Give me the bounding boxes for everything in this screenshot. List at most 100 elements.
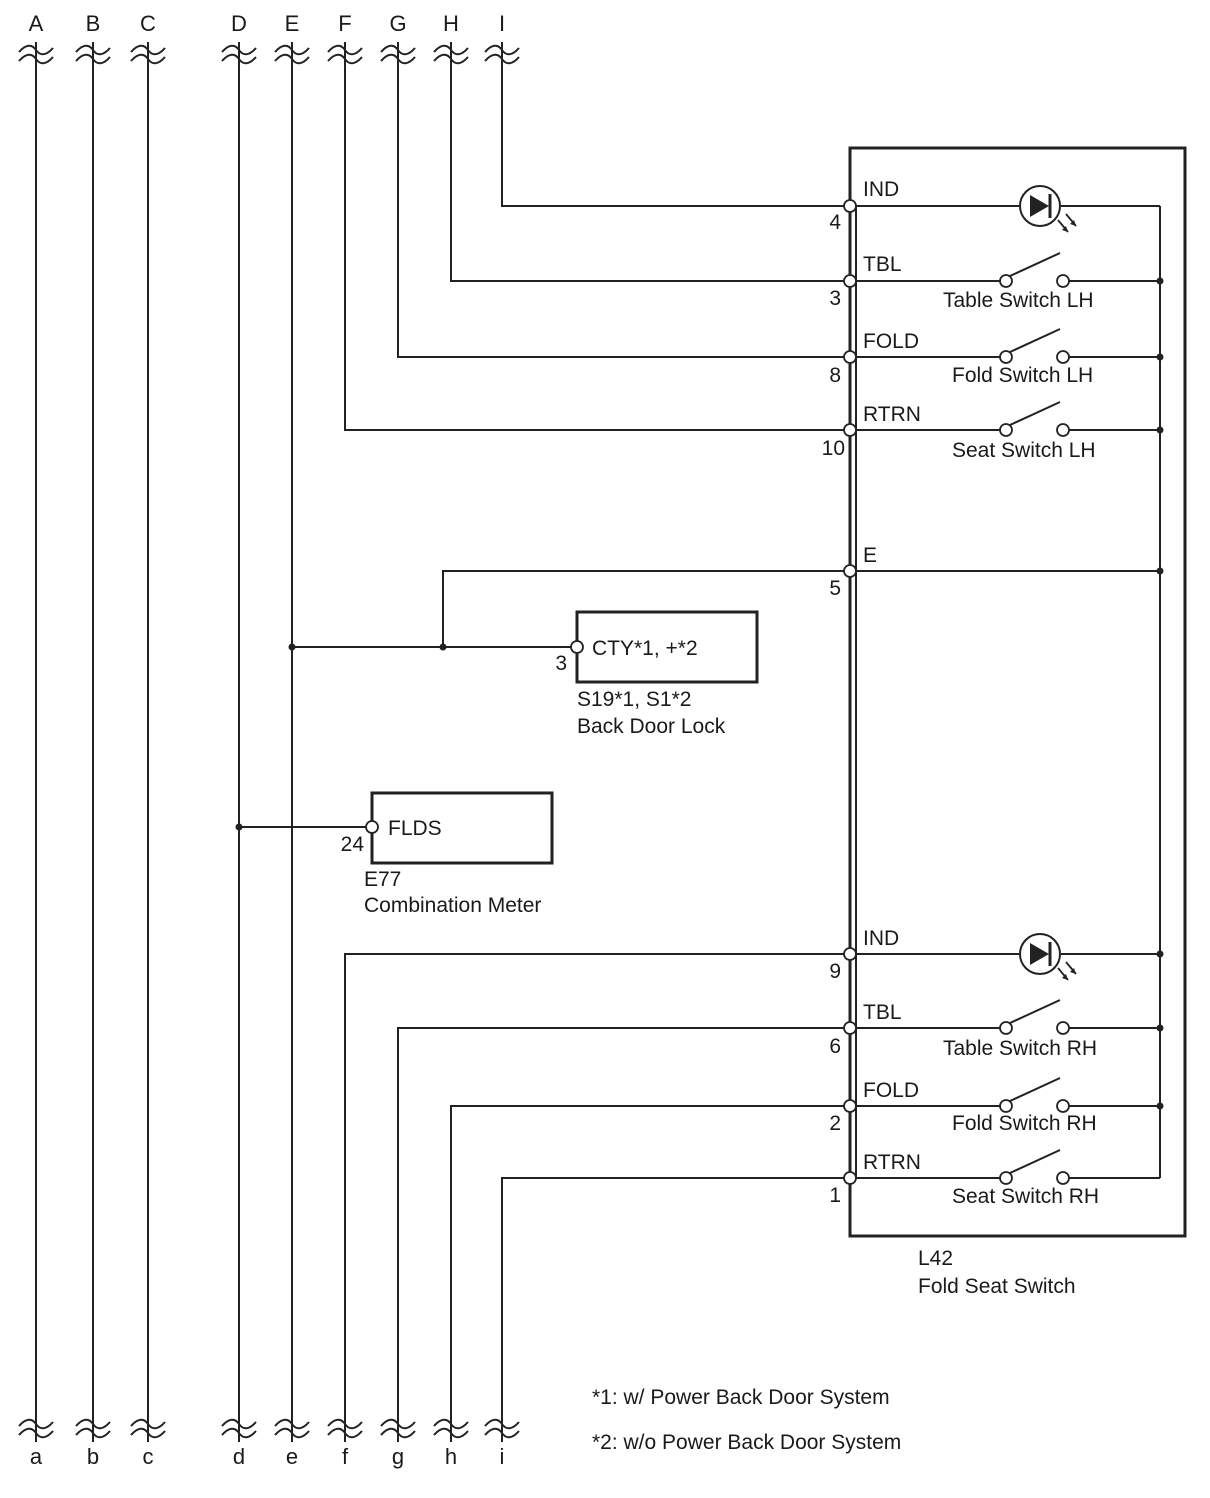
back-door-lock-pin: 3 (555, 652, 567, 675)
terminal-pin-10 (843, 423, 857, 437)
pin-numbers: 4 3 8 10 5 9 6 2 1 (822, 211, 845, 1207)
combination-meter-terminal: FLDS (388, 817, 442, 840)
continuation-wave (433, 1427, 469, 1439)
signal-names: IND TBL FOLD RTRN E IND TBL FOLD RTRN (863, 178, 921, 1174)
junction-dot (1156, 277, 1164, 285)
bus-labels-bottom: a b c d e f g h i (30, 1444, 505, 1469)
continuation-wave (380, 53, 416, 65)
bus-label-bottom: d (233, 1444, 245, 1469)
continuation-wave (380, 1427, 416, 1439)
continuation-wave (484, 44, 520, 56)
signal-name: IND (863, 927, 899, 950)
bus-label-top: I (499, 11, 505, 36)
fold-seat-switch-name: Fold Seat Switch (918, 1275, 1076, 1298)
wire-continuation-marks (18, 42, 520, 1442)
wire-I-to-pin4 (501, 65, 844, 207)
signal-name: FOLD (863, 1079, 919, 1102)
pin-number: 9 (829, 960, 841, 983)
combination-meter: FLDS 24 E77 Combination Meter (341, 791, 554, 917)
wire-H-to-pin3 (450, 65, 844, 282)
continuation-wave (130, 1418, 166, 1430)
footnotes: *1: w/ Power Back Door System *2: w/o Po… (592, 1386, 901, 1454)
signal-name: E (863, 544, 877, 567)
switch-name: Fold Switch LH (952, 364, 1093, 387)
wire-F-to-pin10 (344, 65, 844, 431)
footnote: *1: w/ Power Back Door System (592, 1386, 890, 1409)
signal-name: RTRN (863, 1151, 921, 1174)
continuation-wave (380, 1418, 416, 1430)
terminal-pin-9 (843, 947, 857, 961)
bus-label-top: A (29, 11, 44, 36)
pin-number: 1 (829, 1184, 841, 1207)
internal-junction-dots (1156, 277, 1164, 1110)
fold-seat-switch-code: L42 (918, 1247, 953, 1270)
junction-dots (235, 643, 447, 831)
continuation-wave (18, 1427, 54, 1439)
back-door-lock-code: S19*1, S1*2 (577, 688, 691, 711)
terminal-pin-5 (843, 564, 857, 578)
continuation-wave (433, 44, 469, 56)
table-switch-lh-symbol (999, 252, 1070, 288)
back-door-lock-box (575, 610, 759, 684)
bus-wires (35, 65, 293, 1421)
fold-switch-lh-symbol (999, 328, 1070, 364)
bus-label-bottom: g (392, 1444, 404, 1469)
continuation-wave (18, 1418, 54, 1430)
bus-label-top: B (86, 11, 101, 36)
routed-wires (239, 65, 844, 1421)
wire-f-to-pin9 (344, 953, 844, 1421)
terminal-pin-3 (843, 274, 857, 288)
terminal-pin-8 (843, 350, 857, 364)
bus-label-bottom: h (445, 1444, 457, 1469)
indicator-led-upper (1019, 185, 1077, 233)
signal-name: IND (863, 178, 899, 201)
switch-names: Table Switch LH Fold Switch LH Seat Swit… (943, 289, 1099, 1208)
bus-label-top: F (338, 11, 351, 36)
switch-name: Table Switch LH (943, 289, 1094, 312)
junction-dot (1156, 1024, 1164, 1032)
footnote: *2: w/o Power Back Door System (592, 1431, 901, 1454)
signal-name: TBL (863, 1001, 902, 1024)
junction-dot (1156, 1102, 1164, 1110)
continuation-wave (327, 53, 363, 65)
continuation-wave (130, 53, 166, 65)
pin-number: 2 (829, 1112, 841, 1135)
bus-label-top: G (389, 11, 406, 36)
continuation-wave (130, 44, 166, 56)
combination-meter-box (370, 791, 554, 865)
switch-name: Seat Switch LH (952, 439, 1096, 462)
continuation-wave (274, 44, 310, 56)
continuation-wave (274, 53, 310, 65)
back-door-lock: CTY*1, +*2 3 S19*1, S1*2 Back Door Lock (555, 610, 759, 738)
table-switch-rh-symbol (999, 999, 1070, 1035)
continuation-wave (327, 44, 363, 56)
fold-seat-switch-box (848, 146, 1187, 1238)
pin-number: 5 (829, 577, 841, 600)
continuation-wave (75, 1418, 111, 1430)
indicator-led-lower (1019, 933, 1077, 981)
continuation-wave (327, 1418, 363, 1430)
terminal-pin-4 (843, 199, 857, 213)
wire-i-to-pin1 (501, 1177, 844, 1421)
bus-label-bottom: e (286, 1444, 298, 1469)
continuation-wave (221, 1418, 257, 1430)
bus-labels-top: A B C D E F G H I (29, 11, 505, 36)
continuation-wave (484, 1427, 520, 1439)
bus-label-top: C (140, 11, 156, 36)
signal-name: RTRN (863, 403, 921, 426)
pin-number: 10 (822, 437, 845, 460)
switch-symbols (999, 252, 1070, 1185)
signal-name: FOLD (863, 330, 919, 353)
terminal-pin-2 (843, 1099, 857, 1113)
back-door-lock-terminal: CTY*1, +*2 (592, 637, 698, 660)
fold-seat-switch: L42 Fold Seat Switch (822, 146, 1187, 1298)
continuation-wave (221, 44, 257, 56)
back-door-lock-name: Back Door Lock (577, 715, 726, 738)
switch-name: Fold Switch RH (952, 1112, 1097, 1135)
wire-g-to-pin6 (397, 1027, 844, 1421)
continuation-wave (484, 1418, 520, 1430)
seat-switch-rh-symbol (999, 1149, 1070, 1185)
bus-label-bottom: f (342, 1444, 349, 1469)
junction-dot (1156, 567, 1164, 575)
terminal-pin-1 (843, 1171, 857, 1185)
